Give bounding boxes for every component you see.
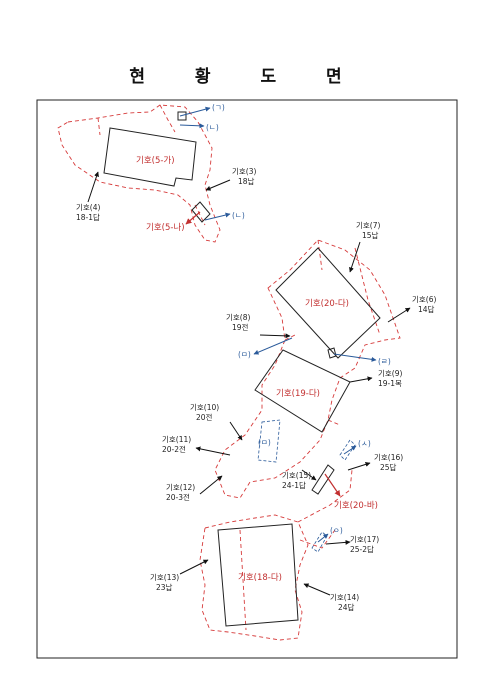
arrow-m5 — [253, 337, 293, 355]
parcel-label-l16-value: 25답 — [380, 462, 397, 472]
parcel-label-l15-name: 기호(15) — [282, 471, 311, 480]
small-rect-ra — [327, 347, 337, 359]
parcel-label-l3-name: 기호(3) — [232, 167, 256, 176]
boundary-south — [199, 514, 309, 641]
building-5na-small — [191, 201, 211, 223]
marker-label-m2: (ㄴ) — [206, 123, 219, 132]
boundary-middle-inner — [284, 239, 381, 426]
marker-arrows — [179, 106, 377, 543]
marker-label-m7: (ㅅ) — [358, 439, 371, 448]
arrow-m3 — [204, 212, 231, 221]
arrow-l15 — [301, 469, 317, 481]
boundary-north-inner — [97, 104, 206, 226]
marker-label-m3: (ㄴ) — [232, 211, 245, 220]
plot-label-19da: 기호(19-다) — [276, 389, 320, 399]
parcel-label-l6-value: 14답 — [418, 304, 435, 314]
arrow-l9 — [349, 376, 373, 383]
dashed-building-o — [311, 531, 328, 553]
parcel-label-l12-name: 기호(12) — [166, 483, 195, 492]
boundary-middle — [214, 239, 401, 499]
leader-arrows — [87, 171, 411, 596]
arrow-l14 — [303, 583, 331, 596]
plot-label-18da: 기호(18-다) — [238, 573, 282, 583]
parcel-label-l11-value: 20-2전 — [162, 444, 186, 454]
parcel-label-l14-name: 기호(14) — [330, 593, 359, 602]
arrow-l7 — [349, 241, 361, 273]
parcel-label-l17-value: 25-2답 — [350, 544, 374, 554]
building-5ga — [103, 127, 197, 187]
arrow-l17 — [325, 539, 351, 545]
parcel-label-l13-name: 기호(13) — [150, 573, 179, 582]
marker-label-m4: (ㄹ) — [378, 357, 391, 366]
building-18da — [217, 523, 299, 627]
parcel-label-l13-value: 23납 — [156, 583, 173, 592]
arrow-l3 — [205, 179, 231, 191]
arrow-l6 — [387, 307, 411, 323]
small-rect-ga — [177, 111, 187, 121]
arrow-l10 — [229, 421, 243, 441]
parcel-label-l9-value: 19-1목 — [378, 379, 402, 388]
building-20da — [275, 247, 381, 359]
marker-label-m6: (ㅁ) — [258, 438, 271, 447]
parcel-label-l9-name: 기호(9) — [378, 369, 402, 378]
arrow-l4 — [87, 171, 99, 203]
parcel-label-l4-value: 18-1답 — [76, 212, 100, 222]
parcel-label-l8-value: 19전 — [232, 322, 249, 332]
arrow-m4 — [333, 353, 377, 362]
parcel-label-l6-name: 기호(6) — [412, 295, 436, 304]
arrow-m8 — [317, 533, 329, 543]
arrow-p20ba — [324, 473, 341, 497]
parcel-label-l16-name: 기호(16) — [374, 453, 403, 462]
parcel-label-l14-value: 24답 — [338, 602, 355, 612]
arrow-l11 — [195, 446, 231, 456]
parcel-label-l4-name: 기호(4) — [76, 203, 100, 212]
arrow-l12 — [199, 475, 223, 495]
arrow-l13 — [179, 559, 209, 575]
dashed-building-s — [339, 439, 356, 461]
arrow-p5na — [185, 211, 201, 225]
marker-label-m1: (ㄱ) — [212, 103, 225, 112]
parcel-label-l17-name: 기호(17) — [350, 535, 379, 544]
page-title: 현 황 도 면 — [129, 67, 364, 87]
red-arrows — [185, 211, 341, 497]
parcel-label-l12-value: 20-3전 — [166, 492, 190, 502]
marker-label-m8: (ㅇ) — [330, 526, 343, 535]
arrow-m7 — [343, 445, 357, 455]
plot-label-5na: 기호(5-나) — [146, 223, 185, 233]
parcel-label-l10-name: 기호(10) — [190, 403, 219, 412]
arrow-m1 — [179, 106, 211, 117]
plot-boundaries — [57, 104, 401, 641]
plot-label-5ga: 기호(5-가) — [136, 156, 175, 166]
arrow-l16 — [347, 461, 371, 471]
parcel-label-l8-name: 기호(8) — [226, 313, 250, 322]
parcel-label-l15-value: 24-1답 — [282, 480, 306, 490]
plot-label-20da: 기호(20-다) — [305, 299, 349, 309]
arrow-m2 — [179, 123, 205, 129]
arrow-l8 — [259, 333, 291, 339]
building-20ba-small — [311, 464, 335, 495]
parcel-label-l3-value: 18납 — [238, 177, 255, 186]
parcel-label-l7-value: 15납 — [362, 231, 379, 240]
marker-label-m5: (ㅁ) — [238, 350, 251, 359]
parcel-label-l7-name: 기호(7) — [356, 221, 380, 230]
parcel-label-l10-value: 20전 — [196, 412, 213, 422]
boundary-south-inner — [239, 469, 353, 631]
parcel-label-l11-name: 기호(11) — [162, 435, 191, 444]
drawing-frame — [36, 99, 458, 659]
dashed-building-mi — [257, 419, 281, 463]
plot-label-20ba: 기호(20-바) — [334, 500, 378, 511]
